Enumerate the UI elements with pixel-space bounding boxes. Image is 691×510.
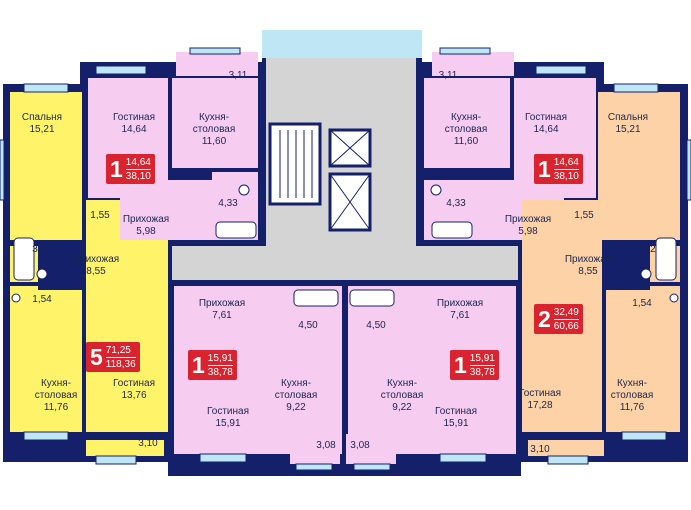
sink [640,268,652,280]
bathtub [349,289,395,307]
bathtub [655,237,677,281]
bathtub [431,221,473,239]
stair-steps [279,130,313,198]
apartment-bottom-center-left [174,286,342,464]
toilet [238,184,250,196]
toilet [430,184,442,196]
toilet [11,293,21,303]
bathtub [215,221,257,239]
windows [0,47,691,471]
sink [36,268,48,280]
common-area [172,30,518,280]
toilet [669,293,679,303]
apartment-bottom-center-right [346,286,516,464]
bathroom-fixtures [11,184,679,307]
bathtub [293,289,339,307]
bathtub [13,237,35,281]
